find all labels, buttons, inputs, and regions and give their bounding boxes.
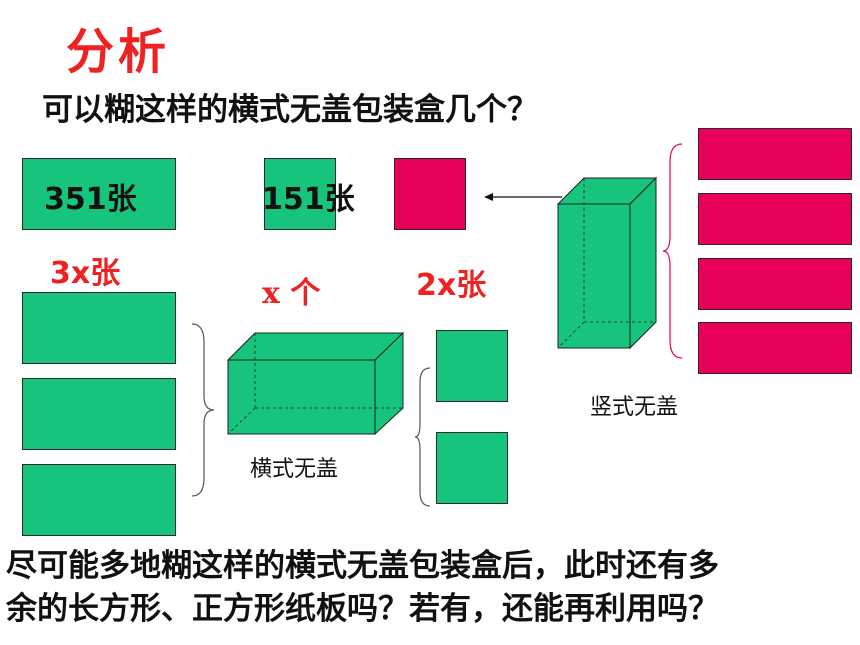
rectangle-expression-label: 3x张 bbox=[50, 256, 121, 291]
question-text: 可以糊这样的横式无盖包装盒几个？ bbox=[42, 92, 538, 128]
bottom-question-line-1: 尽可能多地糊这样的横式无盖包装盒后，此时还有多 bbox=[6, 548, 719, 584]
rectangle-sheet-3 bbox=[22, 464, 176, 536]
bottom-question-line-2: 余的长方形、正方形纸板吗？若有，还能再利用吗？ bbox=[6, 591, 719, 627]
rectangle-sheet-2 bbox=[22, 378, 176, 450]
pink-square-sheet bbox=[394, 158, 466, 230]
square-count-label: 151张 bbox=[262, 182, 355, 217]
page-title: 分析 bbox=[66, 24, 171, 80]
horizontal-open-box bbox=[226, 331, 405, 436]
pink-rectangle-2 bbox=[698, 193, 852, 245]
vertical-open-box bbox=[556, 176, 658, 350]
pink-rectangle-4 bbox=[698, 322, 852, 374]
square-sheet-2 bbox=[436, 432, 508, 504]
rectangle-sheet-1 bbox=[22, 292, 176, 364]
square-brace-icon bbox=[414, 367, 431, 507]
box-count-expression-label: x 个 bbox=[262, 276, 321, 311]
pink-brace-icon bbox=[662, 143, 683, 359]
square-expression-label: 2x张 bbox=[416, 268, 487, 303]
rectangle-sheet-sample bbox=[22, 158, 176, 230]
square-sheet-sample bbox=[264, 158, 336, 230]
pink-rectangle-1 bbox=[698, 128, 852, 180]
square-sheet-1 bbox=[436, 330, 508, 402]
left-brace-icon bbox=[191, 323, 215, 497]
rectangle-count-label: 351张 bbox=[44, 182, 137, 217]
vertical-box-label: 竖式无盖 bbox=[590, 395, 679, 420]
horizontal-box-label: 横式无盖 bbox=[250, 457, 339, 482]
pink-rectangle-3 bbox=[698, 258, 852, 310]
arrow-left-icon bbox=[484, 193, 562, 201]
